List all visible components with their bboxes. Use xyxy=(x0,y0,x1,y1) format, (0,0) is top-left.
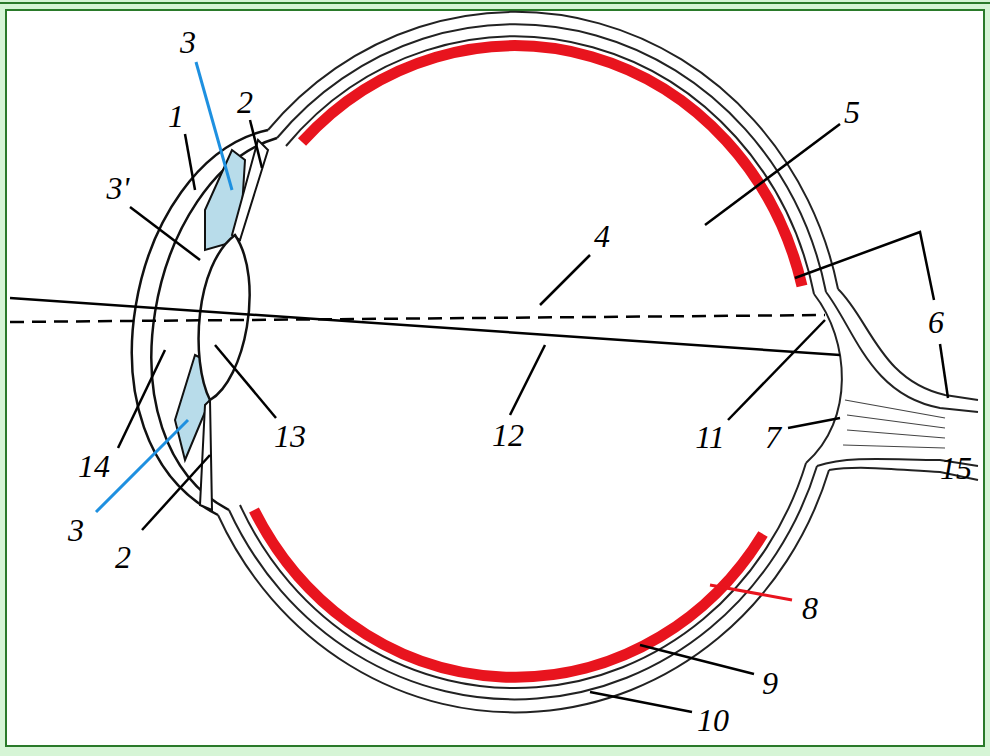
callout-number: 11 xyxy=(695,421,725,453)
leader-line xyxy=(640,645,754,674)
cornea xyxy=(151,138,277,510)
leader-line xyxy=(130,207,200,260)
bracket-line xyxy=(795,232,934,300)
retina xyxy=(254,510,763,677)
leader-line xyxy=(540,255,590,305)
leader-line xyxy=(196,62,232,190)
leader-line xyxy=(728,320,825,420)
leader-line xyxy=(788,418,840,428)
leader-line xyxy=(215,345,276,418)
leader-line xyxy=(142,455,210,530)
callout-number: 12 xyxy=(492,419,524,451)
frame-line xyxy=(0,2,990,4)
nerve-fiber xyxy=(847,430,945,438)
sclera xyxy=(218,470,829,712)
callout-number: 13 xyxy=(274,420,306,452)
callout-number: 2 xyxy=(115,541,131,573)
leader-line xyxy=(185,134,195,190)
nerve-fiber xyxy=(843,445,945,448)
leader-line xyxy=(118,350,165,448)
retina xyxy=(302,46,802,286)
sclera xyxy=(268,12,838,289)
callout-number: 3 xyxy=(68,514,84,546)
frame-border xyxy=(6,10,984,746)
leader-line xyxy=(510,345,545,415)
callout-number: 10 xyxy=(697,704,729,736)
ciliary-body xyxy=(232,140,268,240)
callout-number: 5 xyxy=(844,96,860,128)
ciliary-body xyxy=(200,400,212,510)
callout-number: 3 xyxy=(180,26,196,58)
nerve-fiber xyxy=(845,400,945,418)
nerve-sheath xyxy=(826,292,978,412)
nerve-fiber xyxy=(847,415,945,428)
callout-number: 4 xyxy=(594,220,610,252)
callout-number: 8 xyxy=(802,592,818,624)
callout-number: 9 xyxy=(762,667,778,699)
bracket-line xyxy=(940,344,948,398)
choroid xyxy=(229,466,817,699)
leader-line xyxy=(710,585,792,600)
retina-edge xyxy=(240,463,806,688)
retina-edge xyxy=(286,36,814,294)
leader-line xyxy=(705,124,840,225)
leader-line xyxy=(590,692,692,712)
callout-number: 1 xyxy=(168,100,184,132)
optical-axis xyxy=(10,315,825,322)
lens xyxy=(199,235,250,400)
leader-line xyxy=(250,120,262,168)
choroid xyxy=(277,24,826,292)
callout-number: 2 xyxy=(237,86,253,118)
callout-number: 15 xyxy=(940,452,972,484)
visual-axis xyxy=(10,298,840,355)
callout-number: 3' xyxy=(107,172,130,204)
callout-number: 7 xyxy=(765,421,781,453)
callout-number: 14 xyxy=(78,450,110,482)
callout-number: 6 xyxy=(928,306,944,338)
